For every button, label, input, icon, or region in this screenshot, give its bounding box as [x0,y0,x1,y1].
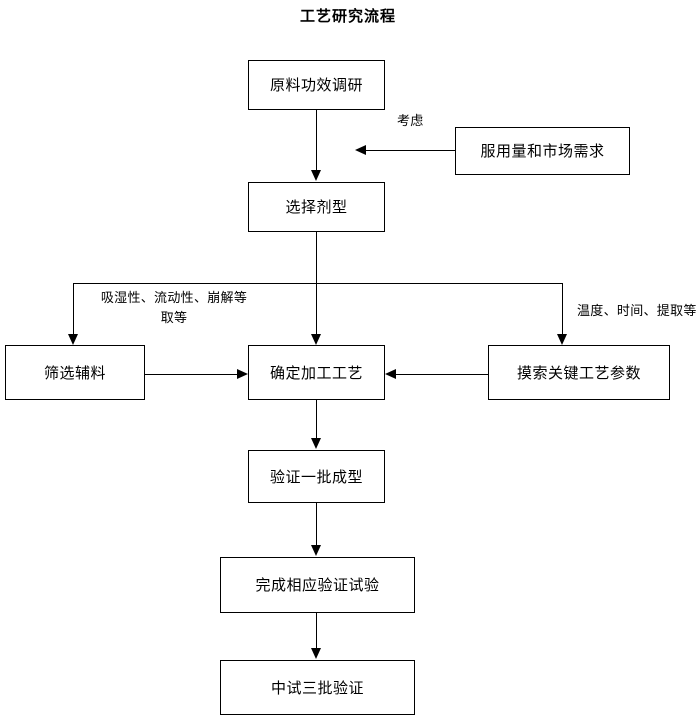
edge-label-consider: 考虑 [397,114,424,129]
connector-branch-to-process [316,283,317,335]
node-raw-material-research[interactable]: 原料功效调研 [248,60,385,110]
edge-label-process-parameters: 温度、时间、提取等 [577,304,696,319]
arrowhead-branch-to-parameters-icon [557,334,567,345]
arrowhead-branch-to-excipients-icon [68,334,78,345]
node-complete-validation-tests[interactable]: 完成相应验证试验 [220,557,415,613]
connector-parameters-to-process [396,374,488,375]
node-screen-excipients[interactable]: 筛选辅料 [5,345,145,400]
node-pilot-three-batch-validation[interactable]: 中试三批验证 [220,660,415,715]
connector-excipients-to-process [145,374,237,375]
arrowhead-research-to-dosageform-icon [311,170,321,181]
arrowhead-parameters-to-process-icon [385,368,396,379]
connector-branch-to-parameters [562,283,563,335]
page-title: 工艺研究流程 [299,7,396,25]
node-label: 服用量和市场需求 [480,142,605,160]
connector-demand-to-research [366,150,455,151]
connector-branch-to-excipients [73,283,74,335]
connector-research-to-dosageform [316,110,317,170]
edge-label-excipient-properties-line2: 取等 [160,310,188,326]
node-label: 中试三批验证 [270,678,364,697]
node-determine-process[interactable]: 确定加工工艺 [248,345,385,400]
node-label: 筛选辅料 [43,363,106,382]
node-label: 验证一批成型 [269,467,363,486]
edge-label-excipient-properties-line1: 吸湿性、流动性、崩解等 [100,291,248,306]
connector-verify-to-validation [316,503,317,546]
node-dosage-market-demand[interactable]: 服用量和市场需求 [455,127,630,175]
arrowhead-process-to-verify-icon [311,438,321,449]
connector-validation-to-pilot [316,613,317,649]
arrowhead-validation-to-pilot-icon [311,648,321,659]
node-select-dosage-form[interactable]: 选择剂型 [248,182,385,232]
arrowhead-verify-to-validation-icon [311,545,321,556]
branch-bar [73,283,563,284]
node-label: 选择剂型 [285,198,348,216]
node-label: 确定加工工艺 [269,363,363,382]
arrowhead-excipients-to-process-icon [237,368,248,379]
connector-dosageform-trunk [316,232,317,283]
arrowhead-demand-to-research-icon [355,144,366,155]
node-label: 完成相应验证试验 [255,576,380,594]
node-explore-key-parameters[interactable]: 摸索关键工艺参数 [488,345,670,400]
node-label: 原料功效调研 [269,76,363,94]
arrowhead-branch-to-process-icon [311,334,321,345]
edge-label-excipient-properties: 吸湿性、流动性、崩解等 取等 [84,289,264,328]
node-verify-one-batch[interactable]: 验证一批成型 [248,450,385,503]
connector-process-to-verify [316,400,317,439]
node-label: 摸索关键工艺参数 [516,363,641,382]
